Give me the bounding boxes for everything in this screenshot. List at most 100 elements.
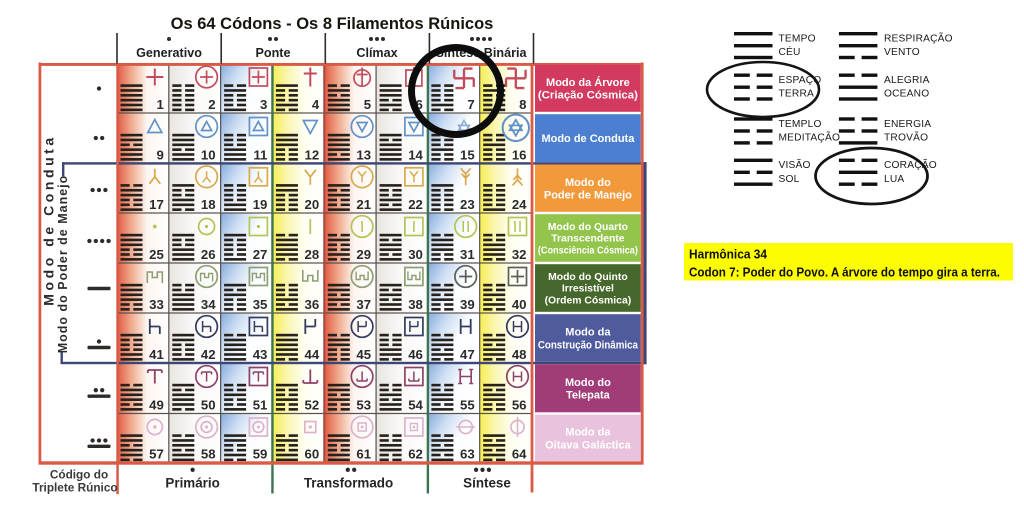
svg-text:32: 32 [512,247,527,262]
svg-text:Transformado: Transformado [304,476,393,491]
svg-text:5: 5 [364,97,371,112]
svg-text:(Ordem Cósmica): (Ordem Cósmica) [545,296,632,307]
svg-text:44: 44 [305,347,320,362]
svg-text:26: 26 [201,247,216,262]
svg-text:ENERGIA: ENERGIA [884,119,931,130]
svg-text:53: 53 [356,398,371,413]
svg-text:55: 55 [460,398,475,413]
svg-text:41: 41 [149,347,164,362]
svg-text:57: 57 [149,447,164,462]
svg-text:3: 3 [260,97,267,112]
svg-text:(Criação Cósmica): (Criação Cósmica) [538,90,638,102]
svg-text:OCEANO: OCEANO [884,89,929,100]
svg-text:28: 28 [305,247,320,262]
svg-text:Modo da: Modo da [565,427,611,439]
svg-text:1: 1 [156,97,163,112]
svg-text:(Consciência Cósmica): (Consciência Cósmica) [538,246,638,257]
svg-text:56: 56 [512,398,527,413]
svg-text:51: 51 [253,398,268,413]
svg-text:Modo do: Modo do [565,377,611,389]
svg-text:22: 22 [408,197,423,212]
svg-text:19: 19 [253,197,268,212]
svg-text:59: 59 [253,447,268,462]
svg-text:12: 12 [305,148,320,163]
svg-text:MEDITAÇÃO: MEDITAÇÃO [779,131,841,144]
svg-text:43: 43 [253,347,268,362]
svg-text:40: 40 [512,297,527,312]
svg-text:TROVÃO: TROVÃO [884,131,928,144]
svg-text:SOL: SOL [779,174,800,185]
svg-text:16: 16 [512,148,527,163]
svg-text:Ponte: Ponte [256,46,291,60]
svg-text:45: 45 [356,347,371,362]
svg-text:Modo da Árvore: Modo da Árvore [546,76,630,89]
svg-text:6: 6 [416,97,423,112]
svg-text:24: 24 [512,197,527,212]
svg-text:14: 14 [408,148,423,163]
svg-text:Triplete Rúnico: Triplete Rúnico [32,481,117,495]
svg-text:Primário: Primário [165,476,219,491]
svg-text:31: 31 [460,247,475,262]
svg-text:30: 30 [408,247,423,262]
svg-text:50: 50 [201,398,216,413]
svg-text:ALEGRIA: ALEGRIA [884,75,930,86]
svg-text:RESPIRAÇÃO: RESPIRAÇÃO [884,32,953,45]
svg-text:38: 38 [408,297,423,312]
svg-text:Modo de Conduta: Modo de Conduta [41,134,57,305]
svg-text:2: 2 [208,97,215,112]
svg-text:Irresistível: Irresistível [562,284,614,295]
svg-text:60: 60 [305,447,320,462]
svg-text:Telepata: Telepata [566,390,611,402]
svg-text:34: 34 [201,297,216,312]
svg-text:Clímax: Clímax [356,46,397,60]
svg-text:TEMPO: TEMPO [779,34,816,45]
svg-text:29: 29 [356,247,371,262]
svg-text:LUA: LUA [884,174,904,185]
svg-text:Modo da: Modo da [565,327,611,339]
svg-text:17: 17 [149,197,164,212]
svg-text:Transcendente: Transcendente [551,234,625,245]
svg-text:21: 21 [356,197,371,212]
svg-text:Poder de Manejo: Poder de Manejo [544,189,632,201]
svg-text:18: 18 [201,197,216,212]
svg-text:Código do: Código do [50,468,108,482]
svg-text:64: 64 [512,447,527,462]
svg-text:49: 49 [149,398,164,413]
svg-text:Construção Dinâmica: Construção Dinâmica [538,339,639,351]
svg-text:Modo de Conduta: Modo de Conduta [541,133,635,145]
svg-text:TEMPLO: TEMPLO [779,119,822,130]
svg-text:46: 46 [408,347,423,362]
svg-text:CORAÇÃO: CORAÇÃO [884,158,937,171]
svg-text:13: 13 [356,148,371,163]
svg-text:54: 54 [408,398,423,413]
svg-text:52: 52 [305,398,320,413]
svg-text:9: 9 [156,148,163,163]
svg-text:Harmônica 34: Harmônica 34 [689,247,768,262]
svg-text:VISÃO: VISÃO [779,158,811,171]
svg-text:4: 4 [312,97,320,112]
svg-text:27: 27 [253,247,268,262]
svg-text:VENTO: VENTO [884,47,920,58]
svg-text:8: 8 [519,97,526,112]
svg-text:63: 63 [460,447,475,462]
svg-text:35: 35 [253,297,268,312]
svg-text:33: 33 [149,297,164,312]
svg-text:Modo do Poder de Manejo: Modo do Poder de Manejo [56,175,70,354]
svg-text:15: 15 [460,148,475,163]
svg-text:39: 39 [460,297,475,312]
svg-text:Os 64 Códons - Os 8 Filamentos: Os 64 Códons - Os 8 Filamentos Rúnicos [171,15,494,33]
svg-text:58: 58 [201,447,216,462]
svg-text:25: 25 [149,247,164,262]
svg-text:7: 7 [467,97,474,112]
svg-text:Modo do: Modo do [565,177,611,189]
svg-text:37: 37 [356,297,371,312]
svg-text:62: 62 [408,447,423,462]
svg-text:11: 11 [253,148,267,163]
svg-text:23: 23 [460,197,475,212]
svg-text:CÉU: CÉU [779,45,801,58]
svg-text:Oitava Galáctica: Oitava Galáctica [545,439,631,451]
svg-text:48: 48 [512,347,527,362]
svg-text:ESPAÇO: ESPAÇO [779,75,822,86]
svg-text:42: 42 [201,347,216,362]
svg-text:TERRA: TERRA [779,89,815,100]
